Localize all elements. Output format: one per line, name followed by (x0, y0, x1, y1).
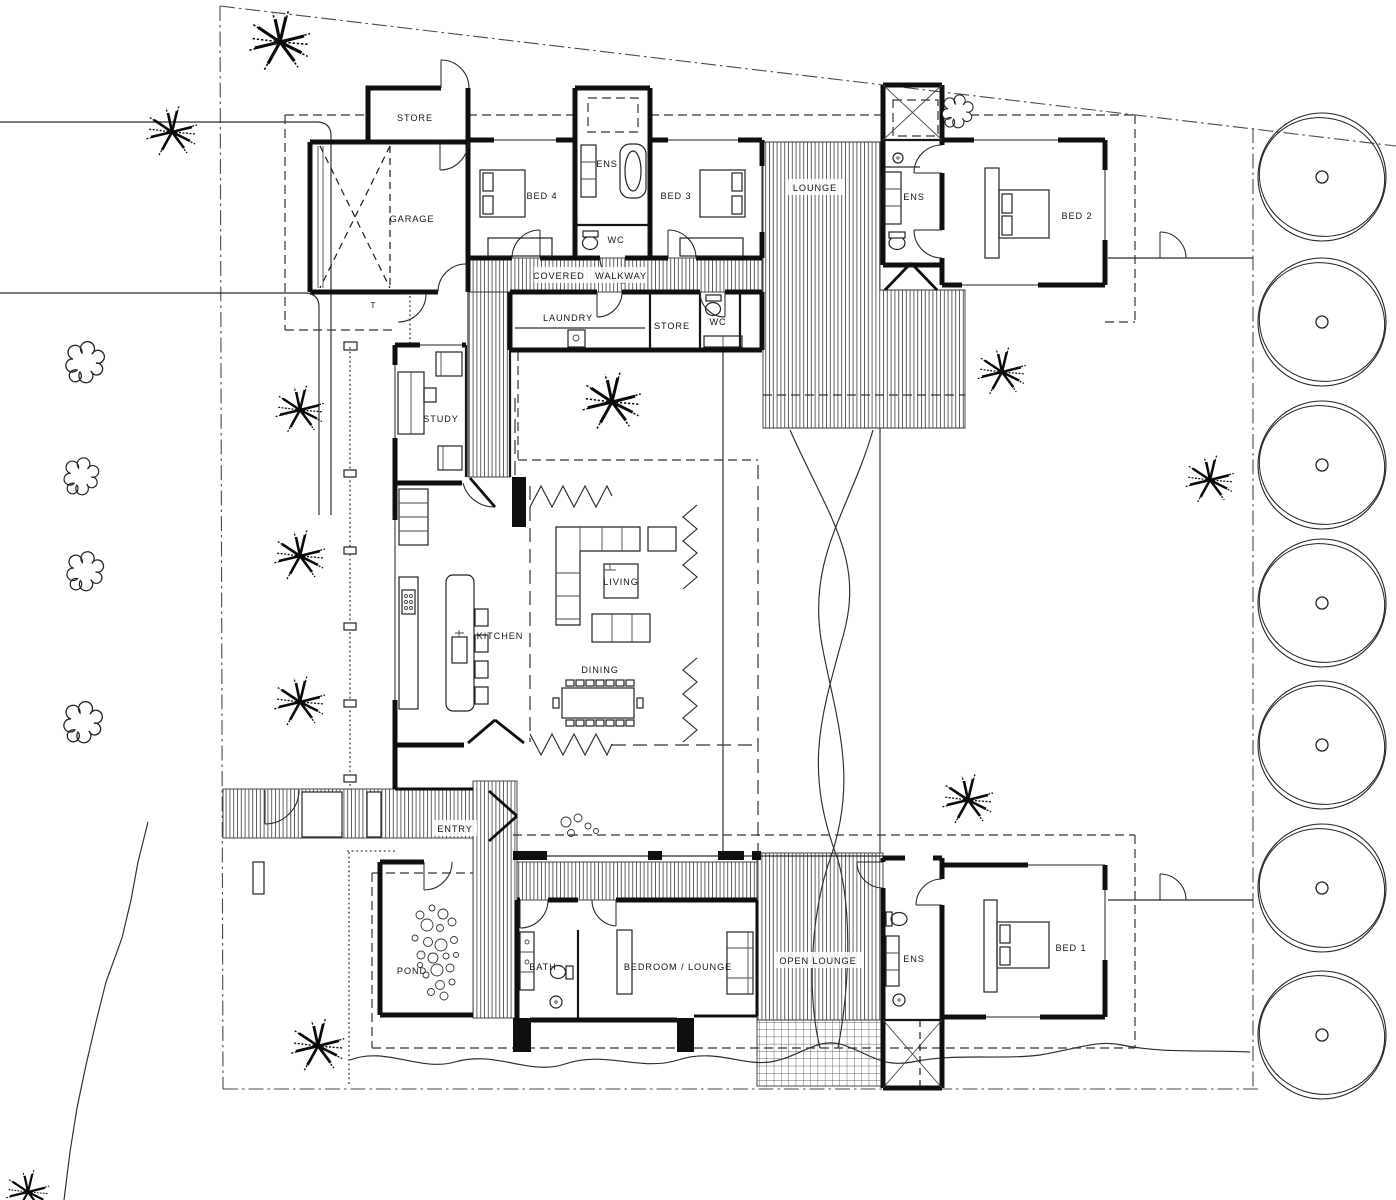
room-label-garage: GARAGE (390, 214, 435, 224)
paved-court (756, 1019, 884, 1087)
pine-tree-icon (274, 384, 325, 434)
room-label-wc-upper: WC (607, 235, 624, 245)
meter-box (343, 341, 358, 351)
entry-path (472, 780, 518, 1019)
room-label-bed1: BED 1 (1055, 943, 1086, 953)
pine-tree-icon (1184, 454, 1235, 504)
fence-post-lines (343, 296, 411, 1086)
pine-tree-icon (144, 104, 199, 157)
room-label-dining: DINING (581, 665, 619, 675)
pine-tree-icon (976, 346, 1027, 396)
room-label-ens-bed2: ENS (903, 192, 925, 202)
gallery-corridor (467, 291, 511, 478)
south-walkway (516, 861, 758, 901)
room-label-bed3: BED 3 (660, 191, 691, 201)
shrub-icon (63, 457, 100, 496)
label-halos (433, 179, 862, 968)
entry-step-2 (366, 791, 382, 838)
room-label-bed2: BED 2 (1061, 211, 1092, 221)
room-label-kitchen: KITCHEN (477, 631, 524, 641)
room-label-covered-walkway: COVERED WALKWAY (533, 271, 647, 281)
fence-gates (1108, 231, 1253, 901)
site-boundary (219, 5, 1396, 1090)
street-tree-icon (1243, 100, 1396, 254)
room-label-bath: BATH (529, 962, 556, 972)
doors (264, 59, 943, 929)
street-tree-icon (1243, 958, 1396, 1112)
roof-overhangs (284, 97, 1136, 1049)
pine-tree-icon (940, 772, 995, 825)
room-label-pond: POND (397, 966, 427, 976)
letterbox (252, 861, 265, 895)
shrub-icon (65, 341, 106, 384)
room-label-entry: ENTRY (437, 824, 472, 834)
shrub-icon (941, 94, 974, 129)
entry-step-1 (301, 791, 343, 838)
room-label-open-lounge: OPEN LOUNGE (779, 956, 856, 966)
room-label-store-upper: STORE (397, 113, 433, 123)
vegetation (4, 9, 1396, 1200)
driveway (0, 121, 332, 515)
street-tree-icon (1243, 388, 1396, 542)
pond-pebbles (411, 813, 599, 1001)
room-label-bed4: BED 4 (526, 191, 557, 201)
room-label-lounge: LOUNGE (793, 183, 837, 193)
pine-tree-icon (247, 9, 312, 72)
annotation-t-marker: T (371, 301, 376, 310)
room-label-wc-middle: WC (709, 317, 726, 327)
room-label-living: LIVING (603, 577, 639, 587)
street-tree-icon (1243, 526, 1396, 680)
room-label-bedroom-lounge: BEDROOM / LOUNGE (624, 962, 732, 972)
pine-tree-icon (4, 1168, 51, 1200)
pine-tree-icon (272, 674, 327, 727)
pine-tree-icon (580, 370, 643, 430)
walls (307, 82, 1108, 1091)
operable-wall-zigzags (529, 484, 698, 757)
room-label-store-middle: STORE (654, 321, 690, 331)
room-label-study: STUDY (423, 414, 459, 424)
fixtures-furniture (397, 143, 1050, 1009)
shrub-icon (66, 551, 105, 592)
coastline (63, 821, 149, 1200)
room-labels: STORE GARAGE BED 4 ENS BED 3 WC COVERED … (371, 113, 1092, 976)
pine-tree-icon (289, 1017, 346, 1072)
room-label-laundry: LAUNDRY (543, 313, 593, 323)
lounge-deck (762, 141, 966, 429)
street-tree-icon (1243, 245, 1396, 399)
street-tree-icon (1243, 811, 1396, 965)
pine-tree-icon (272, 528, 327, 581)
open-lounge-deck (756, 852, 884, 1021)
room-label-ens-bed1: ENS (903, 954, 925, 964)
room-label-ens-upper: ENS (596, 159, 618, 169)
street-tree-icon (1243, 668, 1396, 822)
shrub-icon (63, 701, 104, 744)
